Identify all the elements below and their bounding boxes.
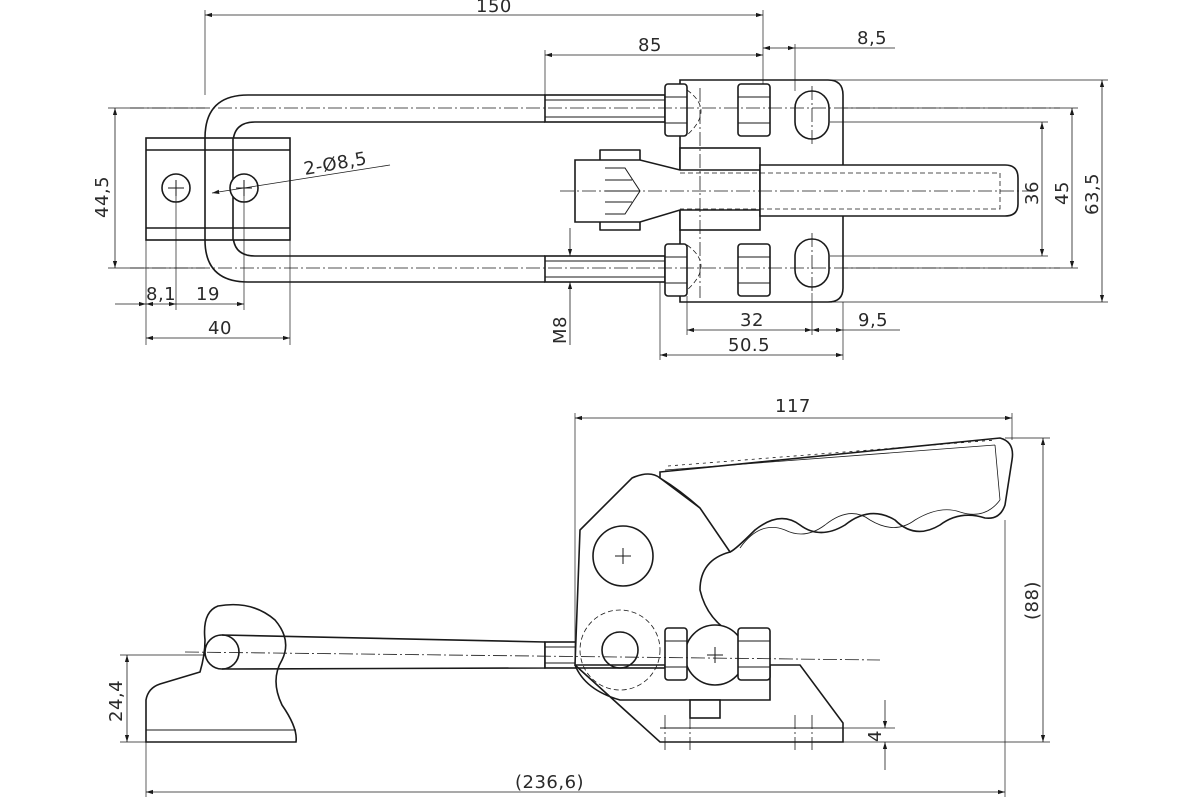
dim-bracket-width: 40 xyxy=(208,318,232,339)
side-handle xyxy=(659,437,1014,553)
top-view: 150 85 8,5 44,5 2-Ø8,5 xyxy=(92,0,1108,360)
hook-bracket xyxy=(145,137,291,241)
top-dimensions: 150 85 8,5 44,5 2-Ø8,5 xyxy=(92,0,1108,360)
side-base xyxy=(574,664,844,750)
dim-overall-height: 63,5 xyxy=(1082,173,1103,215)
dim-slot-edge: 9,5 xyxy=(858,310,888,331)
dim-slot-offset: 8,5 xyxy=(857,28,887,49)
nuts xyxy=(664,83,771,297)
clamp-body xyxy=(574,147,1019,231)
dim-side-height: (88) xyxy=(1022,581,1043,620)
dim-slot-pitch: 32 xyxy=(740,310,764,331)
dim-slot-span: 36 xyxy=(1022,181,1043,205)
dim-side-length: (236,6) xyxy=(515,772,584,793)
dim-hole-dist-a: 8,1 xyxy=(146,284,176,305)
dim-rod-to-slot: 85 xyxy=(638,35,662,56)
side-centerline xyxy=(184,651,881,661)
side-dimensions: 117 (88) 24,4 4 (236,6) xyxy=(106,396,1050,797)
dim-hook-height: 24,4 xyxy=(106,680,127,722)
u-bolt xyxy=(204,94,666,283)
dim-base-thickness: 4 xyxy=(865,730,886,742)
dim-bracket-height: 44,5 xyxy=(92,176,113,218)
dim-hole-dist-b: 19 xyxy=(196,284,220,305)
hook-plate xyxy=(145,603,298,743)
dim-thread: M8 xyxy=(550,316,571,344)
side-view: 117 (88) 24,4 4 (236,6) xyxy=(106,396,1050,797)
dim-base-width: 50.5 xyxy=(728,335,770,356)
dim-plate-height: 45 xyxy=(1052,181,1073,205)
side-arm xyxy=(574,473,771,691)
dim-hole-spec: 2-Ø8,5 xyxy=(302,148,368,180)
dim-handle-length: 117 xyxy=(775,396,811,417)
dim-overall-length: 150 xyxy=(476,0,512,17)
